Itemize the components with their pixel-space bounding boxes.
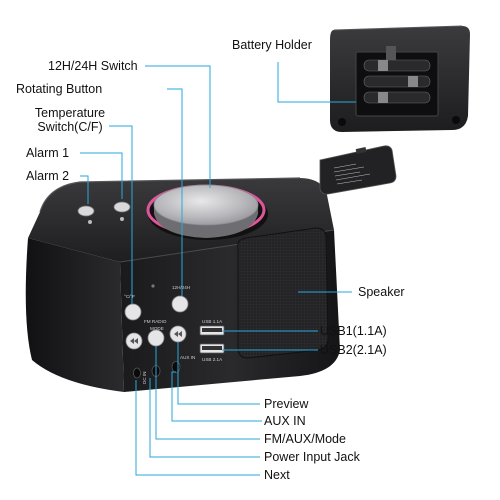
label-battery-holder: Battery Holder: [232, 38, 312, 52]
print-dc-in: DC IN: [142, 371, 147, 384]
foot-2: [452, 116, 460, 124]
battery-latch: [386, 46, 396, 60]
jack-1: [133, 367, 141, 379]
label-alarm-2: Alarm 2: [26, 169, 70, 183]
rotating-knob: [146, 184, 268, 240]
print-usb-1: USB 1.1A: [202, 319, 223, 324]
temp-button: [124, 303, 142, 321]
print-fm-radio: FM RADIO: [144, 319, 167, 324]
aux-jack: [171, 361, 181, 373]
print-usb-2: USB 2.1A: [202, 357, 223, 362]
alarm-1-icon: [88, 220, 92, 224]
alarm-buttons: [77, 201, 131, 224]
callout-lines: [80, 62, 356, 476]
label-fm-aux-mode: FM/AUX/Mode: [264, 432, 346, 446]
label-alarm-1: Alarm 1: [26, 146, 70, 160]
battery-unit: [330, 25, 470, 132]
label-speaker: Speaker: [358, 285, 405, 299]
print-temp-key: °C/°F: [124, 294, 135, 299]
mode-button: [147, 329, 165, 347]
label-temperature-switch: Temperature Switch(C/F): [34, 106, 106, 134]
hour-button: [171, 295, 189, 313]
label-12h24h-switch: 12H/24H Switch: [48, 59, 138, 73]
label-next: Next: [264, 468, 290, 482]
alarm-1-button: [77, 205, 95, 217]
battery-cells: [363, 59, 431, 104]
label-power-input-jack: Power Input Jack: [264, 450, 360, 464]
speaker-grille: [237, 227, 329, 359]
label-rotating-button: Rotating Button: [16, 82, 103, 96]
battery-cover: [319, 145, 397, 195]
print-hour-key: 12H/24H: [172, 285, 190, 290]
foot-1: [338, 118, 346, 126]
preview-icon: [174, 331, 182, 337]
label-preview: Preview: [264, 397, 309, 411]
label-usb2: USB2(2.1A): [320, 343, 387, 357]
sensor-dot: [151, 284, 155, 288]
alarm-2-button: [113, 201, 131, 213]
alarm-2-icon: [120, 217, 124, 221]
print-mode: MODE: [150, 326, 164, 331]
label-usb1: USB1(1.1A): [320, 324, 387, 338]
next-icon: [130, 338, 138, 344]
front-buttons: [124, 284, 189, 350]
print-aux-in: AUX IN: [180, 355, 195, 360]
label-aux-in: AUX IN: [264, 414, 306, 428]
